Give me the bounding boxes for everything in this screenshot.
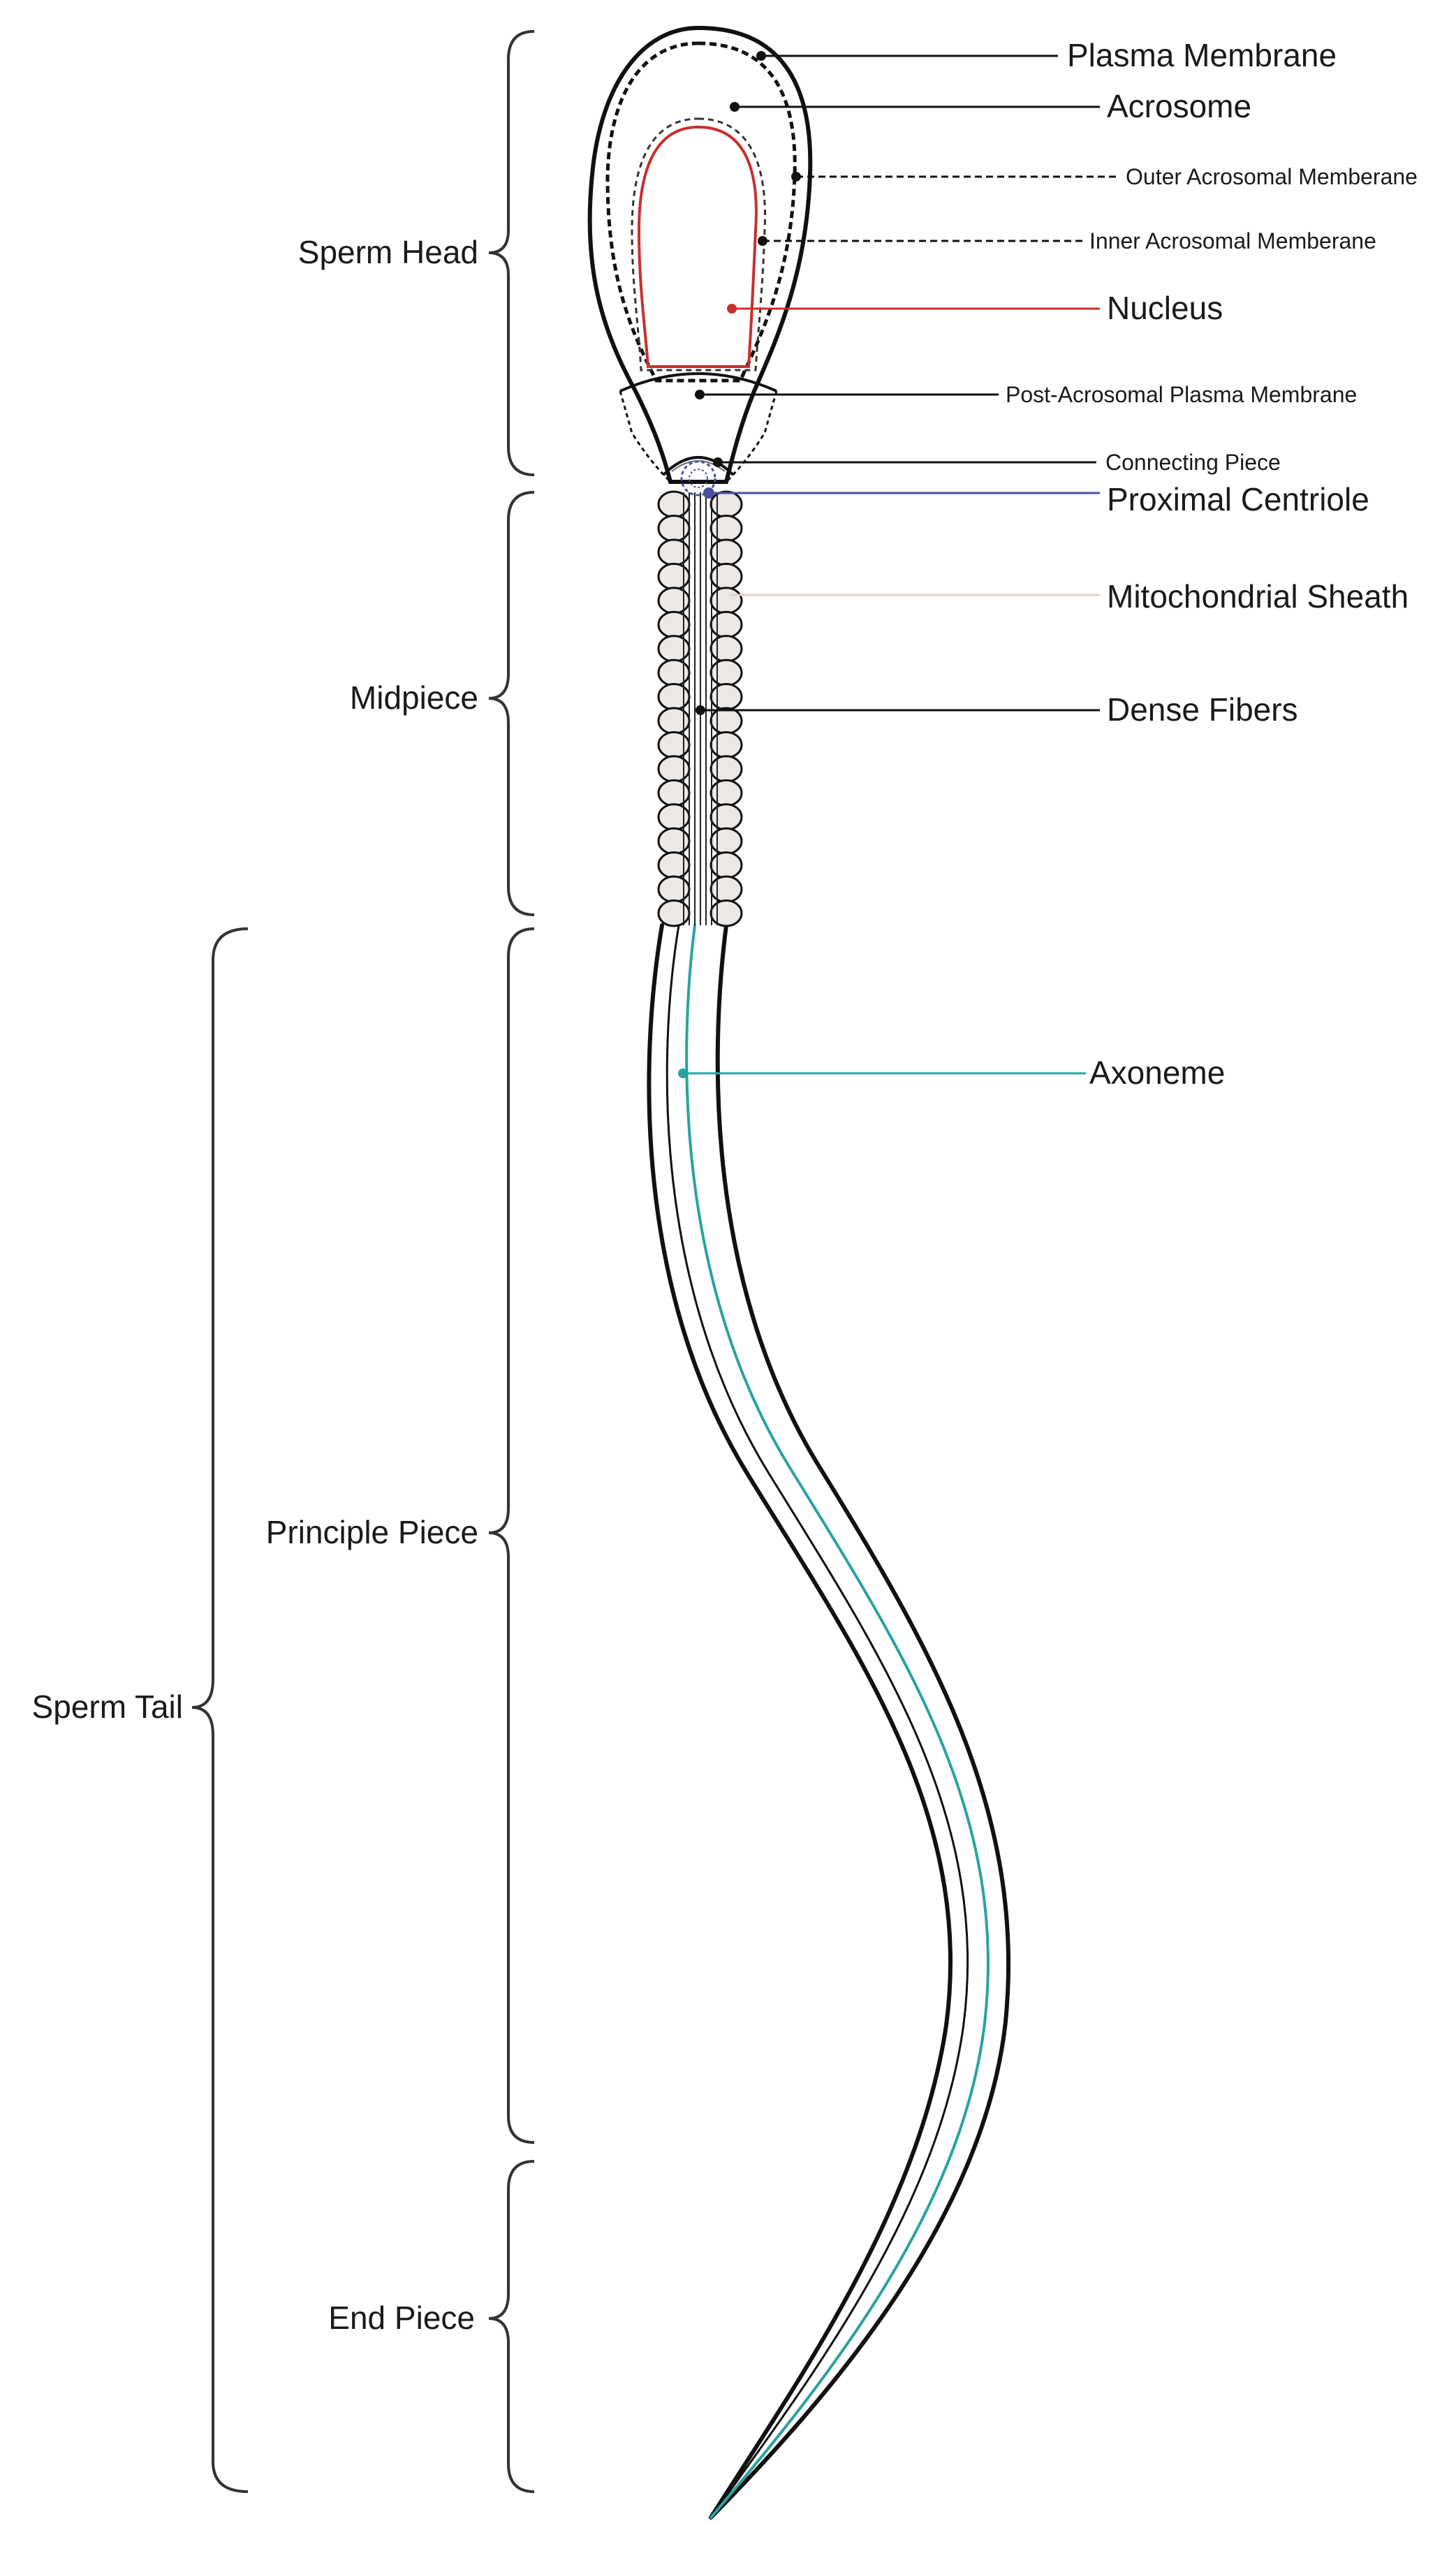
mitochondrion [709, 755, 743, 783]
label-connecting-piece: Connecting Piece [1105, 450, 1281, 475]
brace-sperm-head [488, 30, 535, 476]
mitochondrion [657, 755, 691, 783]
leader-dots [678, 51, 801, 1078]
mitochondrion [709, 659, 743, 687]
nucleus-outline [637, 125, 758, 368]
region-sperm-tail: Sperm Tail [32, 1689, 183, 1725]
mitochondrion [657, 707, 691, 735]
brace-principle-piece [488, 927, 535, 2144]
midpiece-shape [657, 490, 743, 927]
mitochondrion [657, 730, 691, 759]
mitochondrion [657, 899, 691, 927]
leader-lines [683, 54, 1117, 1075]
label-mitochondrial-sheath: Mitochondrial Sheath [1107, 578, 1409, 615]
mitochondrion [657, 635, 691, 663]
mitochondrion [709, 779, 743, 807]
mitochondrion [657, 683, 691, 711]
mitochondrion [657, 610, 691, 639]
brace-sperm-tail [191, 927, 249, 2493]
mitochondrion [709, 490, 743, 518]
mitochondrion [709, 610, 743, 639]
mitochondrion [709, 538, 743, 566]
label-nucleus: Nucleus [1107, 290, 1223, 326]
mitochondrion [657, 851, 691, 879]
mitochondrion [709, 635, 743, 663]
mitochondrion [709, 875, 743, 904]
brace-midpiece [488, 491, 535, 916]
mitochondrion [709, 851, 743, 879]
mitochondrion [657, 779, 691, 807]
region-sperm-head: Sperm Head [298, 234, 478, 270]
region-principle-piece: Principle Piece [266, 1514, 478, 1550]
mitochondrion [709, 827, 743, 855]
mitochondrion [657, 587, 691, 615]
mitochondrion [709, 899, 743, 927]
region-end-piece: End Piece [328, 2300, 475, 2336]
label-inner-acrosomal-membrane: Inner Acrosomal Memberane [1089, 228, 1376, 253]
label-dense-fibers: Dense Fibers [1107, 691, 1298, 728]
mitochondrion [657, 803, 691, 831]
mitochondrion [657, 875, 691, 904]
mitochondrion [709, 683, 743, 711]
brace-end-piece [488, 2160, 535, 2493]
mitochondrion [709, 514, 743, 543]
mitochondrion [709, 562, 743, 591]
mitochondrion [657, 827, 691, 855]
sperm-head-shape [587, 25, 813, 497]
mitochondrion [657, 562, 691, 591]
label-outer-acrosomal-membrane: Outer Acrosomal Memberane [1126, 164, 1418, 189]
mitochondrion [657, 659, 691, 687]
region-midpiece: Midpiece [350, 679, 478, 716]
mitochondrion [709, 587, 743, 615]
mitochondrion [709, 707, 743, 735]
sperm-tail-shape [647, 923, 1011, 2520]
mitochondrion [709, 730, 743, 759]
label-proximal-centriole: Proximal Centriole [1107, 481, 1369, 517]
label-plasma-membrane: Plasma Membrane [1067, 37, 1337, 73]
label-post-acrosomal-plasma-membrane: Post-Acrosomal Plasma Membrane [1006, 382, 1357, 407]
label-acrosome: Acrosome [1107, 88, 1251, 124]
mitochondrion [657, 538, 691, 566]
mitochondrion [657, 514, 691, 543]
mitochondrion [709, 803, 743, 831]
axoneme-line [685, 924, 990, 2519]
proximal-centriole-shape [680, 460, 716, 497]
label-axoneme: Axoneme [1089, 1054, 1225, 1091]
mitochondrion [657, 490, 691, 518]
